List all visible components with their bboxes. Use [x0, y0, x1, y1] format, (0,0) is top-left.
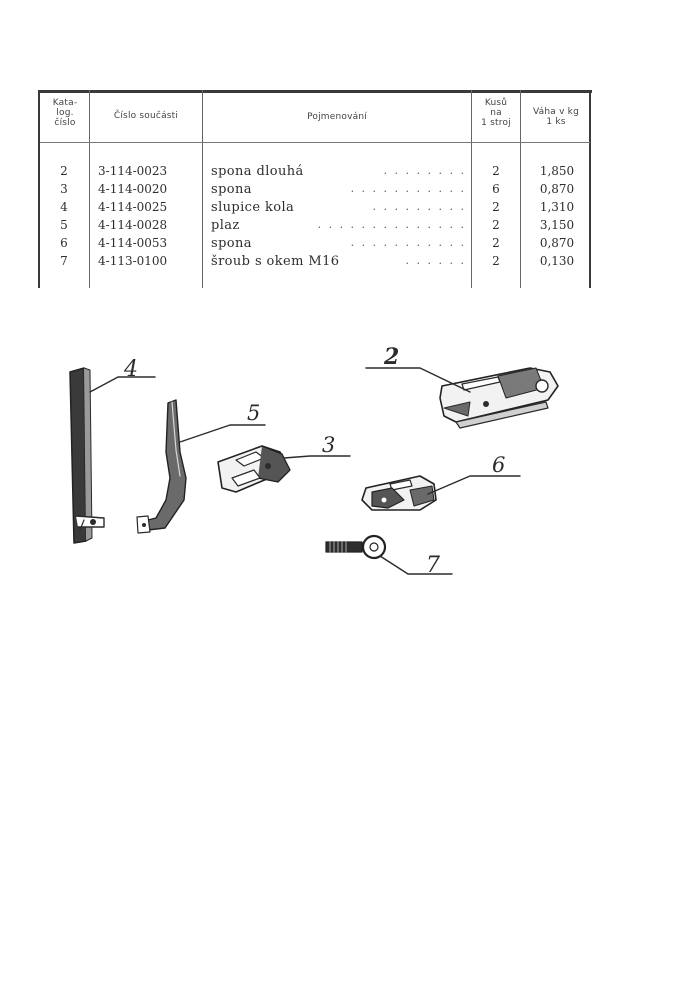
- header-weight: Váha v kg 1 ks: [533, 107, 579, 127]
- cell-part-number: 3-114-0023: [98, 164, 168, 178]
- header-name: Pojmenování: [307, 112, 367, 122]
- cell-name: slupice kola: [211, 200, 295, 215]
- part-5-drawing: [136, 399, 187, 534]
- cell-name: šroub s okem M16: [211, 254, 340, 269]
- table-right-border: [589, 90, 591, 288]
- cell-catalog: 4: [60, 200, 68, 214]
- cell-weight: 0,870: [539, 236, 575, 250]
- table-row: 4 4-114-0025 slupice kola . . . . . . . …: [38, 200, 592, 218]
- leader-line-6: [427, 475, 521, 495]
- header-quantity: Kusů na 1 stroj: [481, 98, 511, 128]
- leader-line-5: [179, 424, 266, 443]
- table-row: 2 3-114-0023 spona dlouhá . . . . . . . …: [38, 164, 592, 182]
- part-2-drawing: [439, 367, 559, 429]
- parts-table: Kata- log. číslo Číslo součásti Pojmenov…: [38, 90, 592, 288]
- part-6-drawing: [361, 475, 437, 511]
- callout-2: 2: [383, 344, 399, 370]
- callout-7: 7: [426, 553, 440, 578]
- table-left-border: [38, 90, 40, 288]
- cell-quantity: 6: [492, 182, 500, 196]
- cell-quantity: 2: [492, 164, 500, 178]
- header-divider: [40, 142, 590, 143]
- cell-part-number: 4-113-0100: [98, 254, 168, 268]
- callout-3: 3: [322, 433, 335, 457]
- table-row: 3 4-114-0020 spona . . . . . . . . . . .…: [38, 182, 592, 200]
- cell-name: spona: [211, 182, 252, 197]
- cell-part-number: 4-114-0025: [98, 200, 168, 214]
- part-3-drawing: [217, 445, 291, 493]
- callout-4: 4: [123, 357, 138, 382]
- cell-part-number: 4-114-0020: [98, 182, 168, 196]
- cell-weight: 0,130: [539, 254, 575, 268]
- leader-line-7: [379, 555, 453, 575]
- leader-dots: . . . . . . . . . . . . . .: [317, 218, 466, 231]
- cell-weight: 1,850: [539, 164, 575, 178]
- leader-line-3: [283, 455, 351, 459]
- cell-catalog: 6: [60, 236, 68, 250]
- cell-weight: 1,310: [539, 200, 575, 214]
- cell-name: plaz: [211, 218, 240, 233]
- cell-quantity: 2: [492, 200, 500, 214]
- cell-catalog: 5: [60, 218, 68, 232]
- cell-quantity: 2: [492, 218, 500, 232]
- table-top-border: [38, 90, 592, 93]
- cell-catalog: 2: [60, 164, 68, 178]
- table-row: 6 4-114-0053 spona . . . . . . . . . . .…: [38, 236, 592, 254]
- column-divider: [471, 90, 472, 288]
- leader-dots: . . . . . . . . . . .: [350, 236, 466, 249]
- leader-dots: . . . . . . . . .: [372, 200, 466, 213]
- cell-catalog: 7: [60, 254, 68, 268]
- cell-quantity: 2: [492, 236, 500, 250]
- cell-part-number: 4-114-0053: [98, 236, 168, 250]
- part-7-drawing: [325, 534, 387, 560]
- cell-name: spona dlouhá: [211, 164, 304, 179]
- column-divider: [520, 90, 521, 288]
- table-row: 5 4-114-0028 plaz . . . . . . . . . . . …: [38, 218, 592, 236]
- column-divider: [89, 90, 90, 288]
- column-divider: [202, 90, 203, 288]
- cell-weight: 3,150: [539, 218, 575, 232]
- header-part-number: Číslo součásti: [113, 111, 179, 121]
- part-4-drawing: [69, 367, 105, 544]
- cell-name: spona: [211, 236, 252, 251]
- cell-quantity: 2: [492, 254, 500, 268]
- table-row: 7 4-113-0100 šroub s okem M16 . . . . . …: [38, 254, 592, 272]
- cell-catalog: 3: [60, 182, 68, 196]
- leader-dots: . . . . . . . . . . .: [350, 182, 466, 195]
- leader-dots: . . . . . .: [405, 254, 466, 267]
- cell-weight: 0,870: [539, 182, 575, 196]
- cell-part-number: 4-114-0028: [98, 218, 168, 232]
- leader-line-2: [365, 367, 471, 393]
- callout-6: 6: [492, 453, 505, 477]
- leader-dots: . . . . . . . .: [383, 164, 466, 177]
- callout-5: 5: [247, 401, 260, 425]
- header-catalog: Kata- log. číslo: [52, 98, 78, 128]
- leader-line-4: [89, 376, 156, 393]
